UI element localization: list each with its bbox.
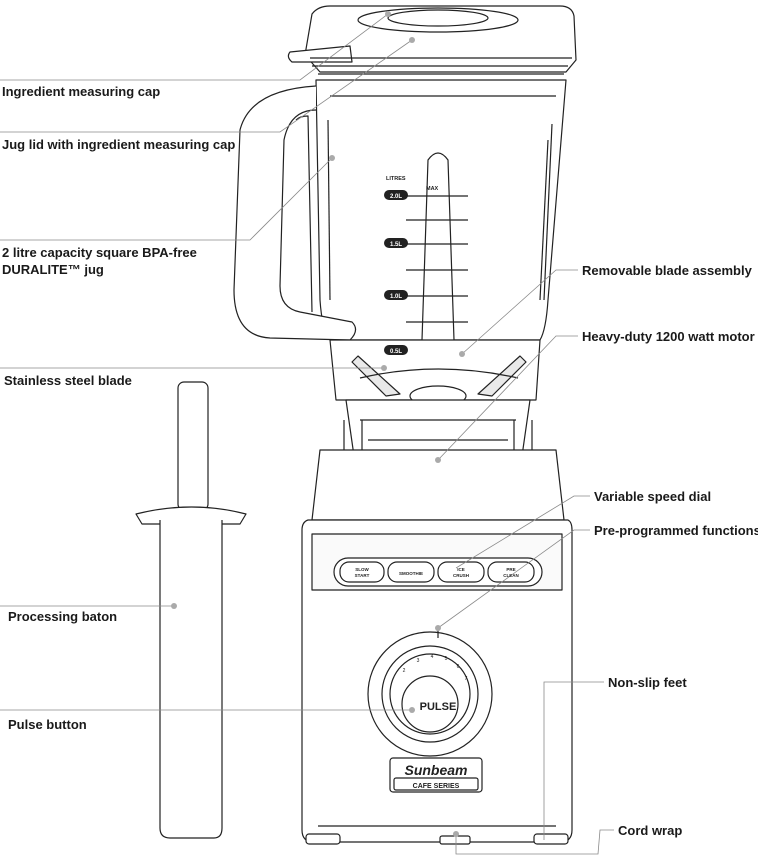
dot-functions — [435, 625, 441, 631]
leader-lines — [0, 13, 614, 855]
label-jug-line2: DURALITE™ jug — [2, 262, 104, 277]
leader-motor — [437, 335, 578, 461]
leader-feet — [543, 681, 604, 840]
brand-series: CAFE SERIES — [413, 783, 460, 790]
dot-blade-assembly — [459, 351, 465, 357]
jug-level-2-0: 2.0L — [390, 194, 402, 200]
jug-level-1-0: 1.0L — [390, 294, 402, 300]
dot-pulse-button — [409, 707, 415, 713]
leader-measuring-cap — [0, 13, 389, 81]
processing-baton — [135, 381, 247, 839]
dot-measuring-cap — [385, 11, 391, 17]
function-pre-clean-line2: CLEAN — [503, 573, 519, 578]
function-pre-clean-line1: PRE — [506, 567, 515, 572]
dot-blade — [381, 365, 387, 371]
label-cord-wrap: Cord wrap — [618, 823, 683, 838]
dot-jug-lid — [409, 37, 415, 43]
label-functions: Pre-programmed functions — [594, 523, 758, 538]
dot-baton — [171, 603, 177, 609]
label-pulse-button: Pulse button — [8, 717, 87, 732]
leader-speed-dial — [455, 495, 590, 569]
dot-cord-wrap — [453, 831, 459, 837]
function-button-strip — [333, 557, 543, 587]
function-smoothie: SMOOTHIE — [399, 571, 423, 576]
jug-level-0-5: 0.5L — [390, 349, 402, 355]
label-motor: Heavy-duty 1200 watt motor — [582, 329, 755, 344]
leader-jug — [0, 157, 333, 241]
dial-number-6: 6 — [457, 664, 460, 670]
measuring-cap — [357, 7, 519, 33]
dial-number-2: 2 — [403, 668, 406, 674]
label-jug-lid: Jug lid with ingredient measuring cap — [2, 137, 236, 152]
leader-functions — [437, 529, 590, 629]
speed-dial — [367, 628, 493, 757]
label-feet: Non-slip feet — [608, 675, 687, 690]
function-ice-crush-line2: CRUSH — [453, 573, 469, 578]
jug-level-1-5: 1.5L — [390, 242, 402, 248]
label-jug-line1: 2 litre capacity square BPA-free — [2, 245, 197, 260]
jug-unit-label: LITRES — [386, 176, 406, 182]
dial-number-7: 7 — [465, 676, 468, 682]
function-slow-start-line1: SLOW — [355, 567, 369, 572]
dial-number-5: 5 — [445, 656, 448, 662]
function-slow-start-line2: START — [355, 573, 370, 578]
leader-cord-wrap — [455, 829, 614, 855]
dot-jug — [329, 155, 335, 161]
label-blade: Stainless steel blade — [4, 373, 132, 388]
label-speed-dial: Variable speed dial — [594, 489, 712, 504]
dial-number-4: 4 — [431, 654, 434, 660]
leader-jug-lid — [0, 39, 413, 133]
dial-number-3: 3 — [417, 658, 420, 664]
brand-badge — [389, 757, 483, 793]
label-blade-assembly: Removable blade assembly — [582, 263, 752, 278]
brand-logo: Sunbeam — [404, 762, 467, 778]
function-ice-crush-line1: ICE — [457, 567, 465, 572]
leader-blade-assembly — [461, 269, 578, 355]
label-measuring-cap: Ingredient measuring cap — [2, 84, 161, 99]
pulse-label: PULSE — [420, 701, 457, 713]
jug-max-label: MAX — [426, 186, 439, 192]
dot-motor — [435, 457, 441, 463]
label-baton: Processing baton — [8, 609, 118, 624]
